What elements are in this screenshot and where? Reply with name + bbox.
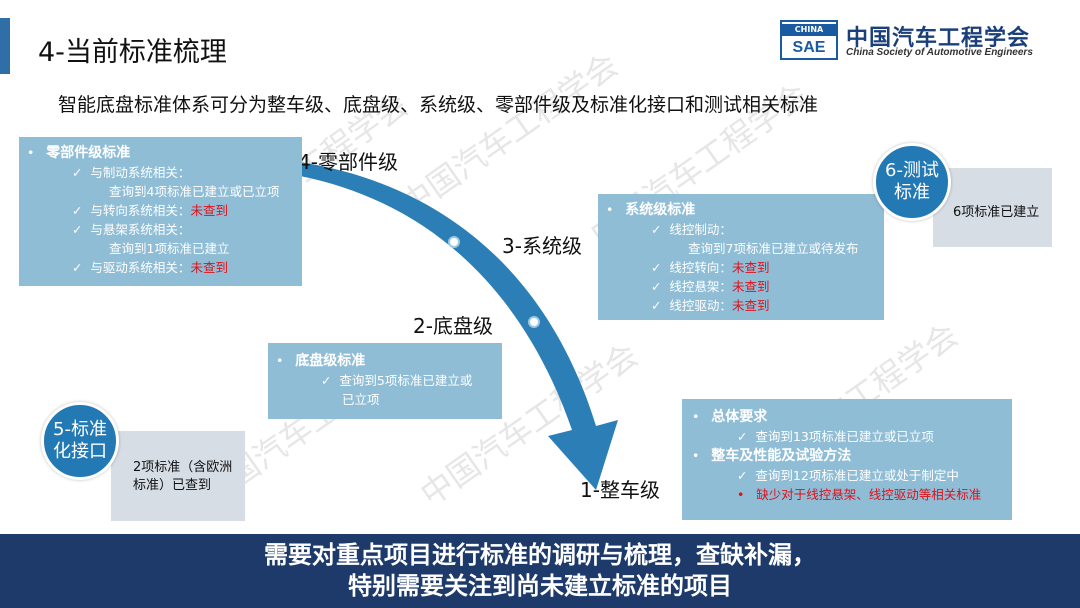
banner-line: 特别需要关注到尚未建立标准的项目 xyxy=(348,572,732,600)
logo-box-top: CHINA xyxy=(782,24,836,36)
test-standards-circle: 6-测试 标准 xyxy=(873,143,951,221)
brake-by-wire-line: 线控制动： xyxy=(669,222,732,237)
circle-line: 5-标准 xyxy=(53,419,107,440)
suspension-line: 与悬架系统相关： xyxy=(90,222,191,237)
chassis-standards-card: • 底盘级标准 ✓ 查询到5项标准已建立或 已立项 xyxy=(268,343,502,419)
circle-line: 标准 xyxy=(893,182,930,203)
circle-line: 化接口 xyxy=(53,441,107,462)
check-icon: ✓ xyxy=(72,165,91,180)
bullet-icon: • xyxy=(276,353,296,368)
check-icon: ✓ xyxy=(72,260,91,275)
status-missing: 未查到 xyxy=(190,203,228,218)
status-missing: 未查到 xyxy=(731,260,770,275)
performance-test-line: 查询到12项标准已建立或处于制定中 xyxy=(755,468,959,483)
check-icon: ✓ xyxy=(737,468,756,483)
card-heading: 整车及性能及试验方法 xyxy=(711,448,852,464)
interface-note-line: 标准）已查到 xyxy=(133,478,212,493)
arrow-node xyxy=(528,316,540,328)
drive-line: 与驱动系统相关： xyxy=(90,260,191,275)
logo-box-main: SAE xyxy=(792,39,826,56)
page-title: 4-当前标准梳理 xyxy=(38,37,227,68)
intro-text: 智能底盘标准体系可分为整车级、底盘级、系统级、零部件级及标准化接口和测试相关标准 xyxy=(58,94,819,116)
check-icon: ✓ xyxy=(651,222,670,237)
general-requirements-line: 查询到13项标准已建立或已立项 xyxy=(755,429,934,444)
card-heading: 总体要求 xyxy=(711,409,768,425)
vehicle-standards-card: • 总体要求 ✓ 查询到13项标准已建立或已立项 • 整车及性能及试验方法 ✓ … xyxy=(682,399,1012,520)
suspension-detail: 查询到1项标准已建立 xyxy=(109,241,230,256)
logo-english-name: China Society of Automotive Engineers xyxy=(846,47,1033,58)
level-label-component: 4-零部件级 xyxy=(298,150,398,174)
check-icon: ✓ xyxy=(72,203,91,218)
bullet-icon: • xyxy=(692,409,712,424)
status-missing: 未查到 xyxy=(731,298,770,313)
check-icon: ✓ xyxy=(321,373,340,388)
level-label-system: 3-系统级 xyxy=(502,234,582,258)
brake-by-wire-detail: 查询到7项标准已建立或待发布 xyxy=(688,241,859,256)
banner-line: 需要对重点项目进行标准的调研与梳理，查缺补漏， xyxy=(264,541,816,569)
missing-standards-line: 缺少对于线控悬架、线控驱动等相关标准 xyxy=(756,487,982,502)
suspension-by-wire-line: 线控悬架： xyxy=(669,279,732,294)
check-icon: ✓ xyxy=(651,298,670,313)
circle-line: 6-测试 xyxy=(885,160,939,181)
test-standards-note-box: 6项标准已建立 xyxy=(933,168,1052,247)
steering-line: 与转向系统相关： xyxy=(90,203,191,218)
component-standards-card: • 零部件级标准 ✓ 与制动系统相关： 查询到4项标准已建立或已立项 ✓ 与转向… xyxy=(19,137,302,286)
card-heading: 底盘级标准 xyxy=(295,353,366,369)
interface-standards-circle: 5-标准 化接口 xyxy=(41,402,119,480)
brake-detail: 查询到4项标准已建立或已立项 xyxy=(109,184,280,199)
title-accent-bar xyxy=(0,18,10,74)
bullet-icon: • xyxy=(27,145,47,160)
check-icon: ✓ xyxy=(737,429,756,444)
card-heading: 系统级标准 xyxy=(625,202,696,218)
system-standards-card: • 系统级标准 ✓ 线控制动： 查询到7项标准已建立或待发布 ✓ 线控转向：未查… xyxy=(598,194,884,320)
interface-standards-note-box: 2项标准（含欧洲 标准）已查到 xyxy=(111,431,245,521)
logo-box: CHINA SAE xyxy=(780,20,838,60)
level-label-chassis: 2-底盘级 xyxy=(413,314,493,338)
interface-note-line: 2项标准（含欧洲 xyxy=(133,460,233,475)
steer-by-wire-line: 线控转向： xyxy=(669,260,732,275)
status-missing: 未查到 xyxy=(731,279,770,294)
bullet-icon: • xyxy=(606,202,626,217)
test-standards-note: 6项标准已建立 xyxy=(953,205,1040,220)
bullet-icon: • xyxy=(692,448,712,463)
logo-chinese-name: 中国汽车工程学会 xyxy=(846,26,1031,51)
drive-by-wire-line: 线控驱动： xyxy=(669,298,732,313)
brake-line: 与制动系统相关： xyxy=(90,165,191,180)
level-label-vehicle: 1-整车级 xyxy=(580,478,660,502)
bullet-icon: • xyxy=(737,487,757,502)
card-heading: 零部件级标准 xyxy=(46,145,131,161)
chassis-detail: 已立项 xyxy=(342,392,380,407)
check-icon: ✓ xyxy=(651,260,670,275)
check-icon: ✓ xyxy=(72,222,91,237)
status-missing: 未查到 xyxy=(190,260,228,275)
check-icon: ✓ xyxy=(651,279,670,294)
chassis-line: 查询到5项标准已建立或 xyxy=(339,373,473,388)
conclusion-banner: 需要对重点项目进行标准的调研与梳理，查缺补漏， 特别需要关注到尚未建立标准的项目 xyxy=(0,534,1080,608)
csae-logo: CHINA SAE 中国汽车工程学会 China Society of Auto… xyxy=(780,20,1070,62)
arrow-node xyxy=(448,236,460,248)
